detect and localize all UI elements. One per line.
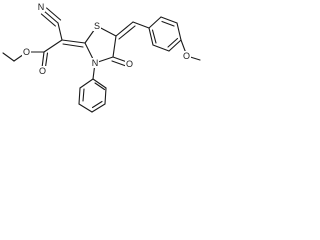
bond-ethyl-2 [2, 52, 15, 62]
ester-carbonyl-o-label: O [39, 66, 46, 76]
bond-nitrile-1 [43, 10, 59, 24]
bond-anisole-3-inner [167, 37, 179, 48]
bond-ketone-a [112, 56, 128, 63]
ketone-o-label: O [126, 59, 133, 69]
bond-ester-carbonyl-a [41, 51, 45, 69]
atom-label-layer: N S N O O O O [22, 2, 191, 76]
bond-ester-carbonyl-b [44, 52, 49, 68]
bond-layer [2, 7, 201, 113]
bond-phenyl-2 [104, 87, 107, 105]
bond-vinyl-aryl [132, 21, 150, 29]
ring-n-label: N [92, 58, 99, 68]
bond-phenyl-1-inner [94, 82, 106, 91]
bond-phenyl-4 [78, 103, 93, 113]
bond-c5-c4 [112, 35, 117, 58]
bond-phenyl-5-inner [82, 88, 85, 102]
bond-nitrile-2 [46, 7, 62, 21]
bond-anisole-5 [160, 16, 178, 24]
bond-anisole-4 [176, 22, 182, 41]
bond-benzylidene-a [115, 21, 134, 37]
bond-exocyclic-double-a [61, 39, 86, 44]
nitrile-n-label-bg [37, 2, 45, 12]
methoxy-o-label: O [183, 51, 190, 61]
bond-anisole-6 [148, 16, 162, 29]
bond-alpha-nitrile [57, 22, 63, 41]
bond-ketone-b [111, 60, 127, 67]
bond-nitrile-3 [40, 13, 56, 27]
ester-carbonyl-o-label-bg [38, 66, 47, 76]
bond-anisole-1 [148, 27, 154, 46]
ketone-o-label-bg [125, 59, 134, 69]
ring-n-label-bg [91, 58, 99, 68]
bond-alpha-ester [43, 39, 63, 53]
bond-anisole-1-inner [151, 29, 157, 44]
bond-anisole-2 [152, 44, 170, 52]
bond-anisole-3 [168, 39, 182, 52]
bond-phenyl-3-inner [91, 100, 103, 109]
bond-exocyclic-double-b [62, 43, 84, 48]
chemical-structure-diagram: N S N O O O O [2, 2, 201, 113]
bond-phenyl-3 [91, 103, 106, 113]
bond-phenyl-1 [92, 78, 107, 89]
ester-ether-o-label-bg [22, 47, 31, 57]
bond-benzylidene-b [118, 25, 136, 40]
bond-anisole-5-inner [161, 20, 175, 27]
bond-phenyl-5 [78, 87, 81, 105]
ring-s-label-bg [93, 21, 101, 31]
nitrile-n-label: N [38, 2, 45, 12]
ring-s-label: S [94, 21, 100, 31]
ester-ether-o-label: O [23, 47, 30, 57]
methoxy-o-label-bg [182, 51, 191, 61]
bond-phenyl-6 [79, 78, 94, 89]
